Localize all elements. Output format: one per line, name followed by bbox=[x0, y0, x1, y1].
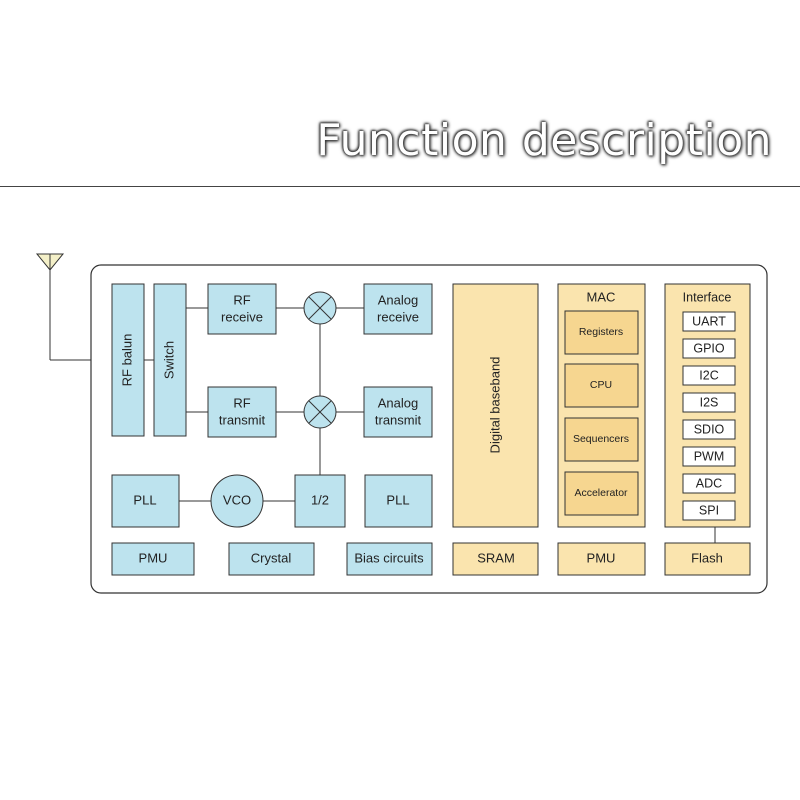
antenna-icon bbox=[35, 253, 65, 360]
svg-text:Digital baseband: Digital baseband bbox=[487, 357, 502, 454]
svg-text:Analog: Analog bbox=[378, 292, 418, 307]
rf-pmu-block: PMU bbox=[111, 542, 195, 576]
svg-text:1/2: 1/2 bbox=[311, 492, 329, 507]
svg-text:PLL: PLL bbox=[133, 492, 156, 507]
svg-text:Crystal: Crystal bbox=[251, 550, 292, 565]
sram-block: SRAM bbox=[452, 542, 539, 576]
mac-sequencers: Sequencers bbox=[564, 417, 639, 462]
mac-pmu-block: PMU bbox=[557, 542, 646, 576]
svg-text:SPI: SPI bbox=[699, 503, 719, 517]
svg-text:RF: RF bbox=[233, 395, 250, 410]
interface-gpio: GPIO bbox=[682, 338, 736, 359]
svg-text:I2C: I2C bbox=[699, 368, 718, 382]
svg-text:GPIO: GPIO bbox=[693, 341, 725, 355]
interface-i2s: I2S bbox=[682, 392, 736, 413]
svg-text:receive: receive bbox=[221, 309, 263, 324]
switch-block: Switch bbox=[153, 283, 187, 437]
interface-uart: UART bbox=[682, 311, 736, 332]
rf-receive-block: RF receive bbox=[207, 283, 277, 335]
analog-receive-block: Analog receive bbox=[363, 283, 433, 335]
svg-text:Analog: Analog bbox=[378, 395, 418, 410]
svg-text:I2S: I2S bbox=[700, 395, 719, 409]
svg-text:Switch: Switch bbox=[161, 341, 176, 379]
analog-transmit-block: Analog transmit bbox=[363, 386, 433, 438]
mac-registers: Registers bbox=[564, 310, 639, 355]
digital-baseband-block: Digital baseband bbox=[452, 283, 539, 528]
svg-text:transmit: transmit bbox=[219, 412, 266, 427]
page-title: Function description bbox=[316, 115, 772, 166]
flash-block: Flash bbox=[664, 542, 751, 576]
rx-mixer-icon bbox=[303, 291, 337, 325]
svg-text:receive: receive bbox=[377, 309, 419, 324]
svg-text:Registers: Registers bbox=[579, 326, 623, 338]
crystal-block: Crystal bbox=[228, 542, 315, 576]
svg-text:Accelerator: Accelerator bbox=[574, 487, 628, 499]
svg-text:Bias circuits: Bias circuits bbox=[354, 550, 424, 565]
svg-text:PMU: PMU bbox=[587, 550, 616, 565]
pll-right-block: PLL bbox=[364, 474, 433, 528]
svg-text:SRAM: SRAM bbox=[477, 550, 515, 565]
pll-left-block: PLL bbox=[111, 474, 180, 528]
interface-i2c: I2C bbox=[682, 365, 736, 386]
svg-text:transmit: transmit bbox=[375, 412, 422, 427]
svg-text:RF balun: RF balun bbox=[119, 334, 134, 387]
svg-text:Flash: Flash bbox=[691, 550, 723, 565]
svg-text:CPU: CPU bbox=[590, 379, 612, 391]
vco-block: VCO bbox=[210, 474, 264, 528]
svg-text:Interface: Interface bbox=[683, 290, 732, 304]
interface-adc: ADC bbox=[682, 473, 736, 494]
divider-block: 1/2 bbox=[294, 474, 346, 528]
svg-text:MAC: MAC bbox=[587, 289, 616, 304]
interface-sdio: SDIO bbox=[682, 419, 736, 440]
svg-text:RF: RF bbox=[233, 292, 250, 307]
interface-pwm: PWM bbox=[682, 446, 736, 467]
svg-text:ADC: ADC bbox=[696, 476, 722, 490]
svg-text:UART: UART bbox=[692, 314, 726, 328]
tx-mixer-icon bbox=[303, 395, 337, 429]
mac-cpu: CPU bbox=[564, 363, 639, 408]
bias-circuits-block: Bias circuits bbox=[346, 542, 433, 576]
interface-spi: SPI bbox=[682, 500, 736, 521]
svg-text:VCO: VCO bbox=[223, 492, 251, 507]
mac-accelerator: Accelerator bbox=[564, 471, 639, 516]
rf-transmit-block: RF transmit bbox=[207, 386, 277, 438]
svg-text:PMU: PMU bbox=[139, 550, 168, 565]
svg-text:Sequencers: Sequencers bbox=[573, 433, 629, 445]
svg-text:SDIO: SDIO bbox=[694, 422, 725, 436]
title-divider bbox=[0, 186, 800, 187]
svg-text:PLL: PLL bbox=[386, 492, 409, 507]
svg-text:PWM: PWM bbox=[694, 449, 725, 463]
rf-balun-block: RF balun bbox=[111, 283, 145, 437]
